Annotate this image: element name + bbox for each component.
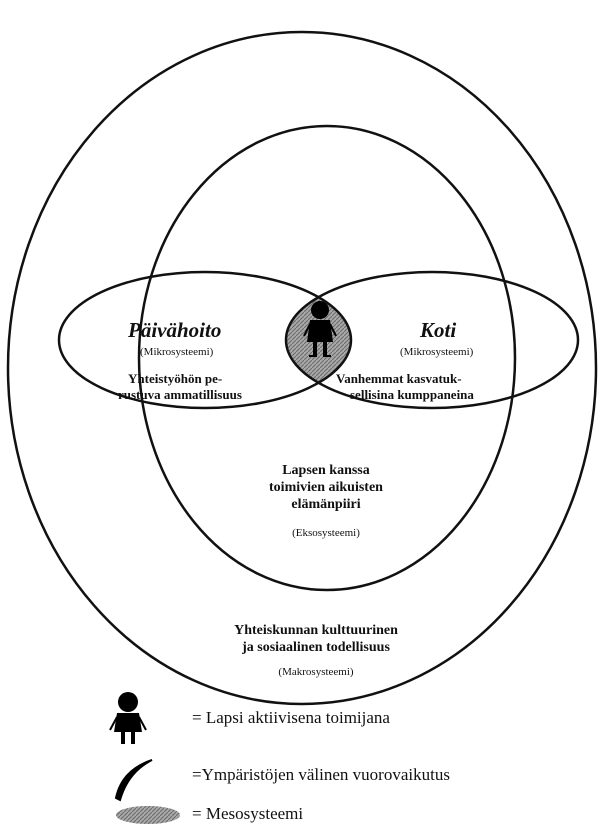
exosystem-ellipse [137, 124, 517, 592]
exo-line-2: toimivien aikuisten [269, 480, 383, 495]
macro-line-2: ja sosiaalinen todellisuus [242, 640, 390, 655]
macro-sub: (Makrosysteemi) [278, 666, 354, 678]
exo-sub: (Eksosysteemi) [292, 527, 360, 539]
paivahoito-desc-1: Yhteistyöhön pe- [128, 371, 223, 386]
child-figure-icon [303, 301, 337, 357]
macro-line-1: Yhteiskunnan kulttuurinen [234, 623, 398, 638]
koti-desc-2: sellisina kumppaneina [350, 387, 474, 402]
legend-item-interaction: =Ympäristöjen välinen vuorovaikutus [180, 765, 450, 785]
koti-title: Koti [420, 318, 457, 342]
macrosystem-ellipse [6, 30, 598, 706]
legend-text-meso: = Mesosysteemi [192, 804, 304, 823]
exo-line-1: Lapsen kanssa [282, 463, 370, 478]
legend-curved-line-icon [114, 759, 153, 802]
paivahoito-sub: (Mikrosysteemi) [140, 346, 214, 358]
legend-text-interaction: =Ympäristöjen välinen vuorovaikutus [192, 765, 450, 784]
legend-child-figure-icon [109, 692, 147, 744]
exo-line-3: elämänpiiri [291, 497, 361, 512]
legend-text-child: = Lapsi aktiivisena toimijana [192, 708, 390, 727]
paivahoito-desc-2: rustuva ammatillisuus [118, 387, 242, 402]
paivahoito-title: Päivähoito [128, 318, 222, 342]
legend-hatched-ellipse-icon [116, 806, 180, 824]
koti-desc-1: Vanhemmat kasvatuk- [336, 371, 462, 386]
paivahoito-ellipse [57, 270, 353, 410]
koti-ellipse [284, 270, 580, 410]
legend-item-child: = Lapsi aktiivisena toimijana [180, 708, 390, 728]
koti-sub: (Mikrosysteemi) [400, 346, 474, 358]
legend-item-meso: = Mesosysteemi [180, 804, 303, 824]
